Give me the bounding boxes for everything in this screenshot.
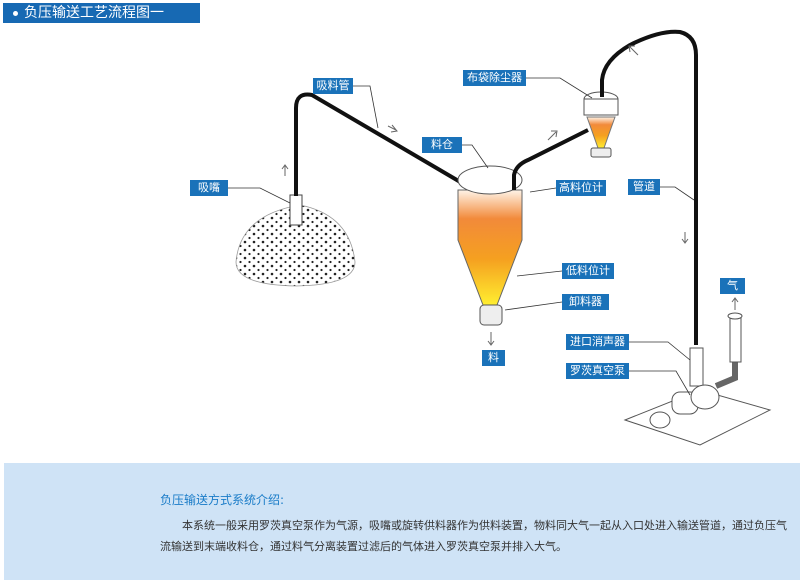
label-high-level-gauge: 高料位计	[556, 180, 606, 196]
bag-filter-valve	[590, 147, 612, 158]
leader-line	[629, 370, 691, 396]
label-nozzle: 吸嘴	[190, 180, 228, 196]
arrow-upright-icon	[547, 130, 558, 141]
main-pipe	[600, 29, 698, 345]
leader-line	[529, 187, 557, 193]
label-air: 气	[720, 278, 745, 294]
bullet-icon	[13, 10, 18, 16]
suction-pipe	[294, 92, 464, 196]
arrow-up-icon	[731, 297, 739, 310]
flow-diagram	[228, 29, 772, 446]
roots-pump	[690, 384, 720, 410]
intro-panel: 负压输送方式系统介绍: 本系统一般采用罗茨真空泵作为气源，吸嘴或旋转供料器作为供…	[4, 463, 800, 580]
label-pipeline: 管道	[628, 179, 660, 195]
page-title-text: 负压输送工艺流程图一	[24, 5, 164, 21]
leader-line	[516, 270, 563, 277]
leader-line	[228, 187, 291, 204]
arrow-down-icon	[487, 332, 495, 346]
silo-body	[457, 189, 523, 306]
exhaust-outlet	[727, 312, 743, 320]
label-inlet-silencer: 进口消声器	[566, 334, 629, 350]
arrow-down-icon	[681, 232, 689, 244]
label-low-level-gauge: 低料位计	[562, 263, 614, 279]
leader-line	[353, 85, 379, 129]
suction-nozzle	[289, 194, 303, 226]
intro-body: 本系统一般采用罗茨真空泵作为气源，吸嘴或旋转供料器作为供料装置，物料同大气一起从…	[160, 519, 787, 553]
connect-pipe	[512, 128, 589, 190]
inlet-silencer	[689, 347, 704, 387]
exhaust-silencer	[729, 317, 742, 363]
silo-top	[457, 165, 523, 195]
leader-line	[462, 144, 489, 169]
pump-motor	[649, 411, 671, 429]
arrow-up-icon	[281, 164, 289, 176]
page-title: 负压输送工艺流程图一	[3, 3, 200, 23]
label-material: 料	[482, 350, 505, 366]
bag-filter-cone	[586, 116, 616, 149]
leader-line	[504, 301, 563, 311]
label-roots-pump: 罗茨真空泵	[566, 363, 629, 379]
label-silo: 料仓	[422, 137, 462, 153]
intro-title: 负压输送方式系统介绍:	[160, 493, 285, 507]
bag-filter	[583, 98, 619, 116]
arrow-right-icon	[387, 124, 398, 133]
discharger-valve	[479, 304, 503, 326]
label-bag-filter: 布袋除尘器	[463, 70, 526, 86]
leader-line	[526, 77, 593, 99]
arrow-upleft-icon	[628, 45, 639, 56]
label-suction-pipe: 吸料管	[313, 78, 353, 94]
leader-line	[629, 341, 691, 361]
material-pile	[235, 204, 356, 287]
label-discharger: 卸料器	[562, 294, 609, 310]
leader-line	[660, 186, 695, 201]
